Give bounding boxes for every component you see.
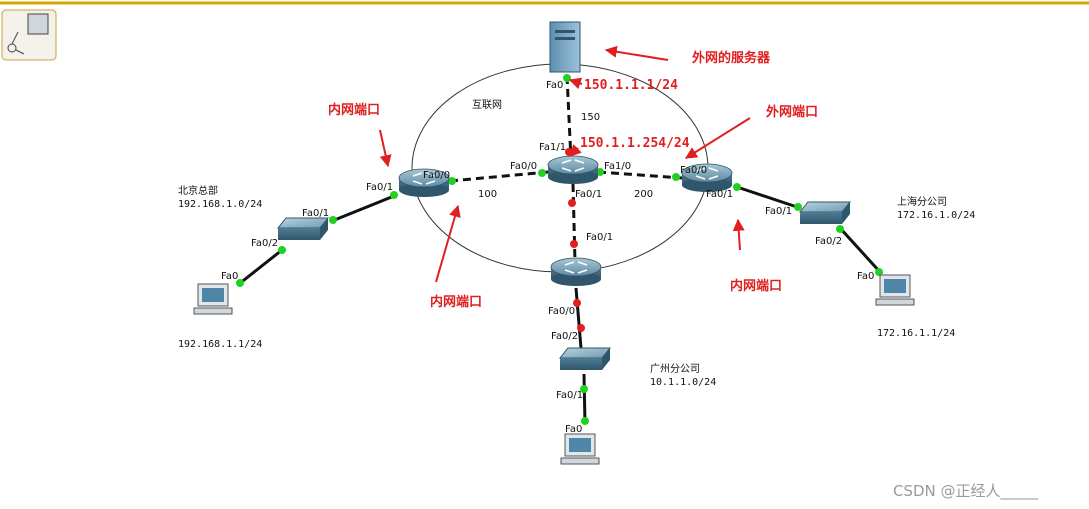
router-beijing-icon[interactable] xyxy=(398,168,450,197)
annotation-isp-ip: 150.1.1.254/24 xyxy=(580,136,690,151)
link-shanghai-switch xyxy=(736,185,801,210)
link-guangzhou-switch xyxy=(574,287,583,349)
port-label: Fa0/2 xyxy=(815,236,842,247)
port-label: Fa0/2 xyxy=(251,238,278,249)
port-labels: Fa0 Fa1/1 Fa0/0 Fa1/0 Fa0/1 Fa0/0 Fa0/1 … xyxy=(221,80,874,435)
pc-ip-shanghai: 172.16.1.1/24 xyxy=(877,328,955,339)
link-bj-switch-pc xyxy=(238,248,283,286)
links xyxy=(238,75,882,425)
port-dot-down xyxy=(570,240,578,248)
link-gz-switch-pc xyxy=(582,373,587,425)
port-dot-up xyxy=(875,268,883,276)
annotation-server: 外网的服务器 xyxy=(691,50,771,66)
internet-label: 互联网 xyxy=(472,99,502,111)
annotation-server-ip: 150.1.1.1/24 xyxy=(584,78,678,93)
annotation-inner-right: 内网端口 xyxy=(730,278,782,294)
link-cost-shanghai: 200 xyxy=(634,189,653,200)
port-label: Fa0 xyxy=(857,271,874,282)
router-shanghai-icon[interactable] xyxy=(681,163,733,192)
port-label: Fa0/2 xyxy=(551,331,578,342)
arrow-inner-top xyxy=(379,129,392,168)
server-icon[interactable] xyxy=(549,21,581,73)
port-label: Fa0/0 xyxy=(510,161,537,172)
port-dot-up xyxy=(390,191,398,199)
link-isp-server xyxy=(565,75,573,161)
arrow-outer-right xyxy=(684,117,751,159)
pc-ip-beijing: 192.168.1.1/24 xyxy=(178,339,262,350)
port-label: Fa0/1 xyxy=(586,232,613,243)
pc-guangzhou-icon[interactable] xyxy=(560,433,600,465)
port-label: Fa0/1 xyxy=(366,182,393,193)
port-label: Fa0/1 xyxy=(575,189,602,200)
arrow-to-server xyxy=(604,45,669,61)
port-dot-down xyxy=(573,299,581,307)
arrow-inner-bottom xyxy=(435,204,461,283)
port-label: Fa0/0 xyxy=(548,306,575,317)
port-dot-up xyxy=(580,385,588,393)
site-subnet-guangzhou: 10.1.1.0/24 xyxy=(650,377,716,388)
port-dot-up xyxy=(836,225,844,233)
annotation-inner-top: 内网端口 xyxy=(328,102,380,118)
port-label: Fa0 xyxy=(565,424,582,435)
port-label: Fa0/1 xyxy=(765,206,792,217)
link-isp-guangzhou xyxy=(571,183,577,263)
port-indicators xyxy=(236,74,883,425)
port-dot-up xyxy=(236,279,244,287)
link-isp-beijing xyxy=(449,170,549,183)
port-dot-up xyxy=(672,173,680,181)
port-dot-down xyxy=(577,324,585,332)
annotation-inner-bottom: 内网端口 xyxy=(430,294,482,310)
arrow-inner-right xyxy=(732,218,745,251)
port-dot-up xyxy=(581,417,589,425)
link-sh-switch-pc xyxy=(838,226,882,274)
link-cost-hq: 100 xyxy=(478,189,497,200)
arrow-to-server-port xyxy=(568,77,583,90)
port-dot-up xyxy=(733,183,741,191)
link-beijing-switch xyxy=(331,194,395,223)
arrow-to-isp-port xyxy=(569,144,582,157)
site-name-shanghai: 上海分公司 xyxy=(897,195,947,208)
switch-shanghai-icon[interactable] xyxy=(798,201,852,224)
watermark: CSDN @正经人_____ xyxy=(893,482,1039,501)
site-subnet-shanghai: 172.16.1.0/24 xyxy=(897,210,975,221)
port-label: Fa0/1 xyxy=(556,390,583,401)
switch-guangzhou-icon[interactable] xyxy=(558,347,612,370)
port-dot-up xyxy=(538,169,546,177)
pc-beijing-icon[interactable] xyxy=(193,283,233,315)
switch-beijing-icon[interactable] xyxy=(276,217,330,240)
link-isp-shanghai xyxy=(597,170,683,180)
router-guangzhou-icon[interactable] xyxy=(550,257,602,286)
site-name-guangzhou: 广州分公司 xyxy=(650,363,700,375)
port-label: Fa0/0 xyxy=(423,170,450,181)
toolbar-fragment[interactable] xyxy=(0,1,1089,61)
port-label: Fa0 xyxy=(221,271,238,282)
link-cost-server: 150 xyxy=(581,112,600,123)
annotation-outer-right: 外网端口 xyxy=(765,104,818,120)
port-label: Fa1/0 xyxy=(604,161,631,172)
port-label: Fa0/1 xyxy=(302,208,329,219)
port-dot-up xyxy=(794,203,802,211)
port-dot-up xyxy=(278,246,286,254)
site-subnet-beijing: 192.168.1.0/24 xyxy=(178,199,262,210)
pc-shanghai-icon[interactable] xyxy=(875,274,915,306)
annotation-arrows xyxy=(379,45,751,283)
port-dot-down xyxy=(568,199,576,207)
router-isp-icon[interactable] xyxy=(547,155,599,184)
port-label: Fa0/1 xyxy=(706,189,733,200)
port-label: Fa0 xyxy=(546,80,563,91)
port-label: Fa0/0 xyxy=(680,165,707,176)
port-dot-up xyxy=(329,216,337,224)
site-name-beijing: 北京总部 xyxy=(178,184,218,197)
port-label: Fa1/1 xyxy=(539,142,566,153)
port-dot-up xyxy=(448,177,456,185)
site-labels: 北京总部 192.168.1.0/24 192.168.1.1/24 上海分公司… xyxy=(178,184,975,388)
